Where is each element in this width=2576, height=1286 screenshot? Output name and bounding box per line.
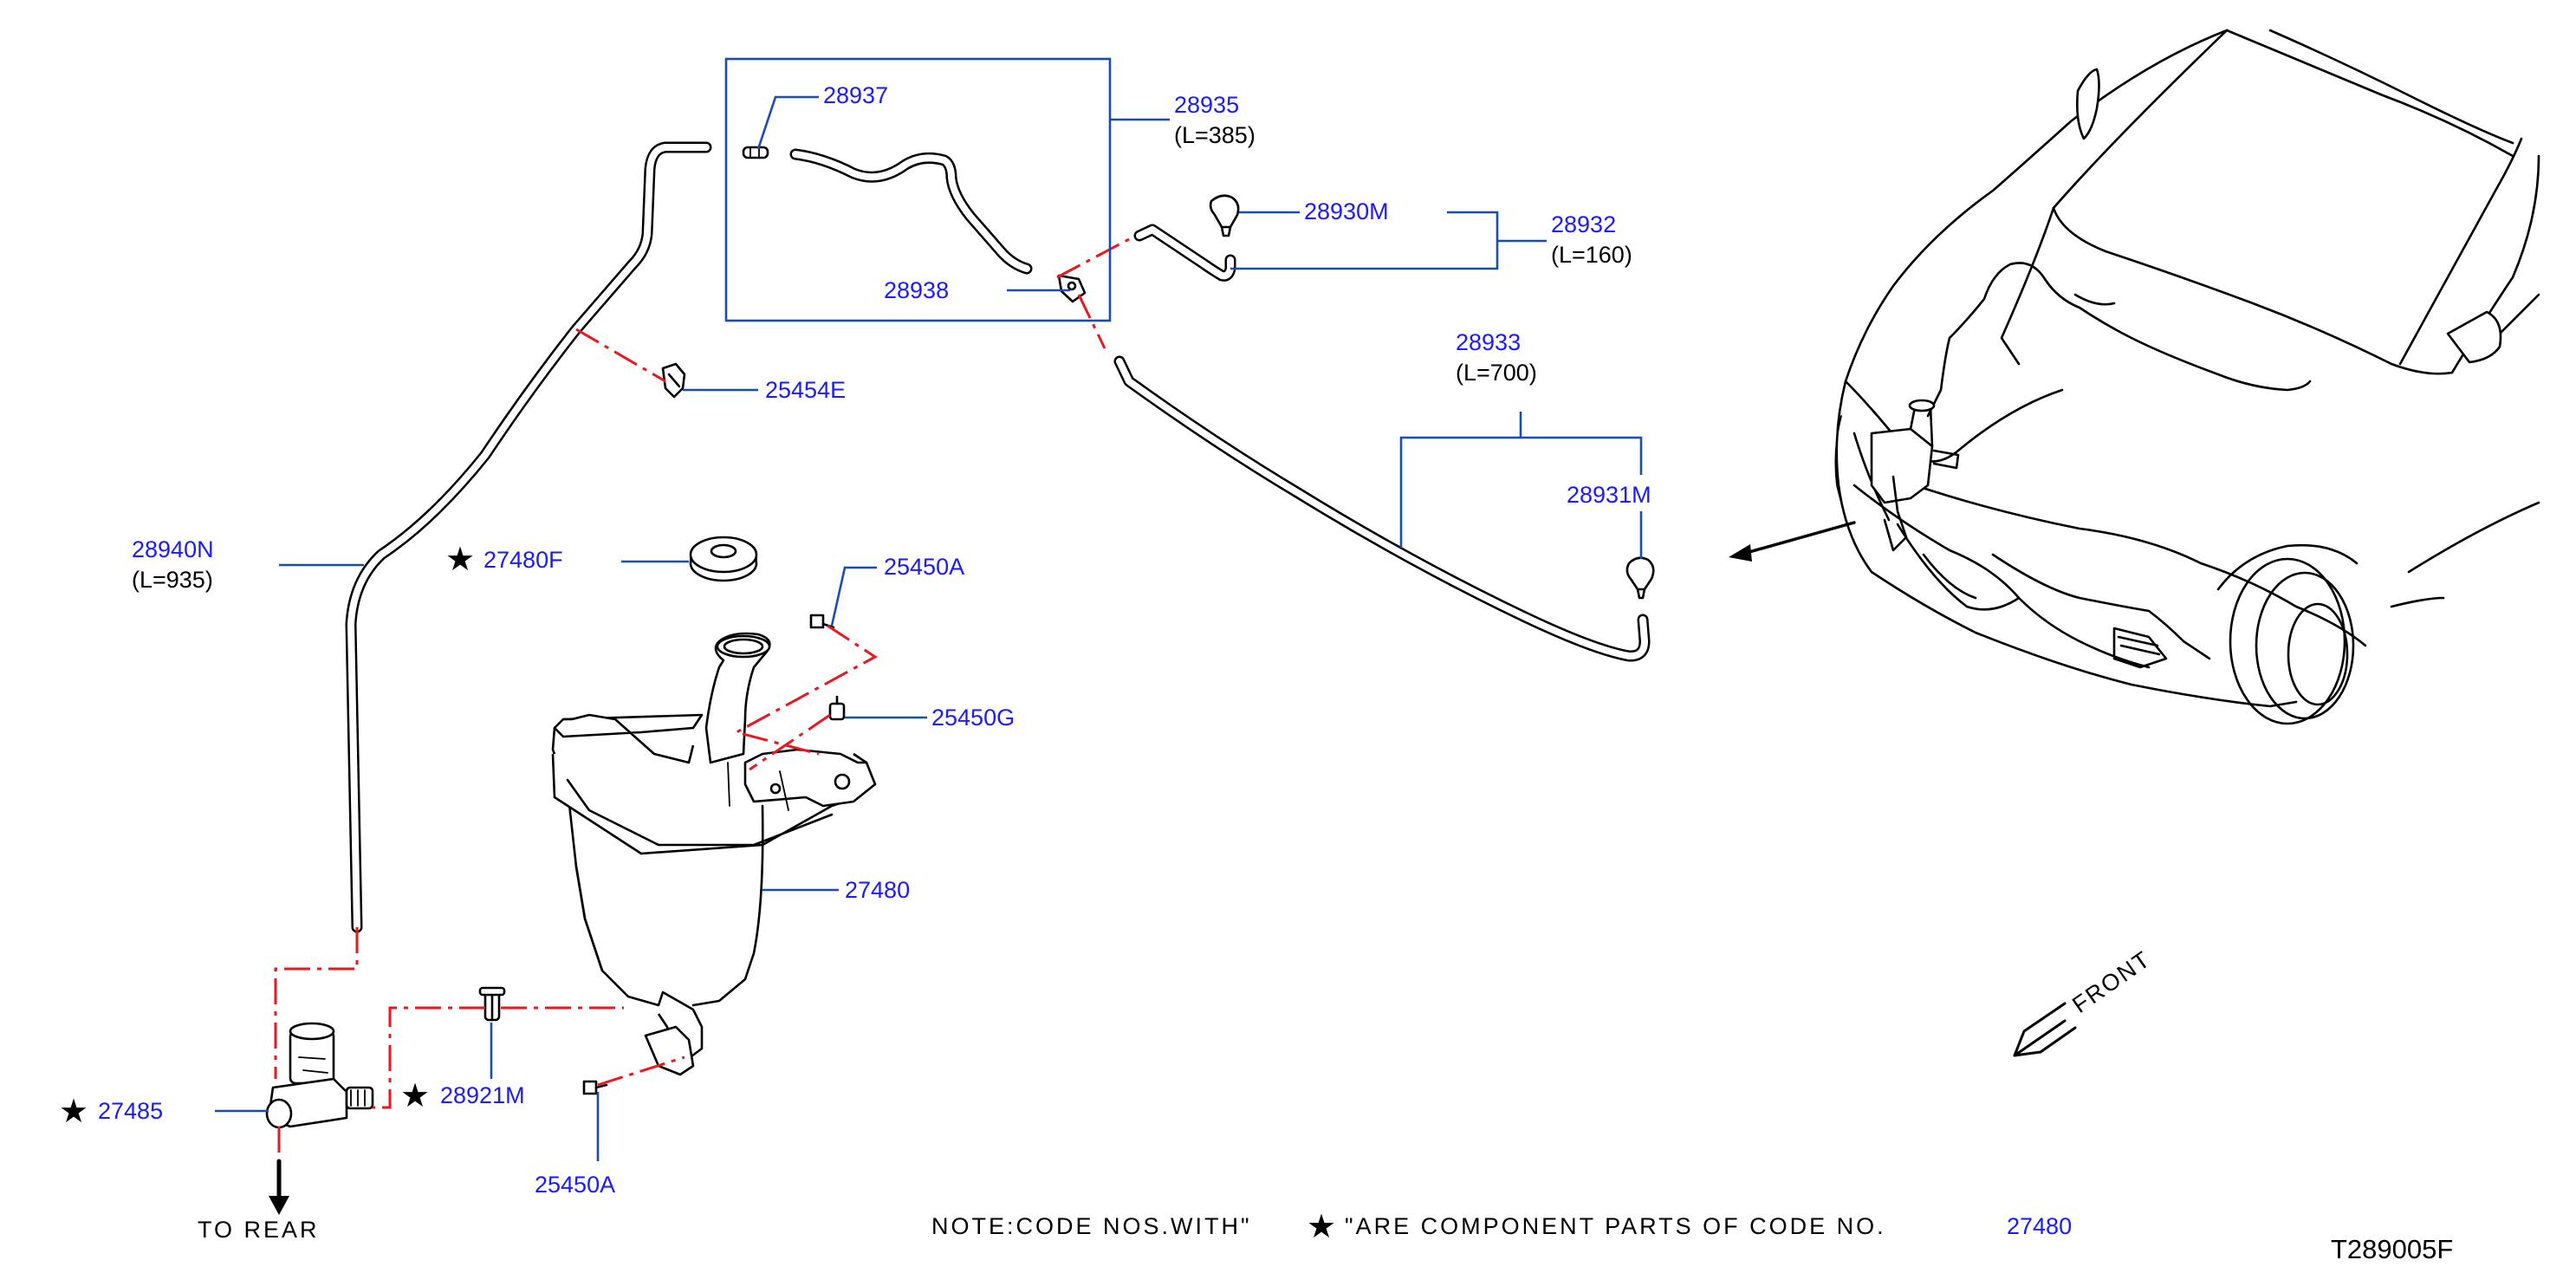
- hose-28940n[interactable]: [345, 141, 712, 933]
- component-star-icon: ★: [59, 1094, 88, 1130]
- bolt-25450a-bottom[interactable]: [582, 1080, 608, 1095]
- part-28940n-length: (L=935): [132, 567, 213, 593]
- part-25454e-label[interactable]: 25454E: [765, 377, 846, 403]
- joint-28937[interactable]: [742, 146, 769, 159]
- part-28935-length: (L=385): [1174, 122, 1256, 148]
- to-rear-arrow: [269, 1159, 289, 1215]
- part-28932-length: (L=160): [1551, 242, 1632, 268]
- component-star-icon: ★: [445, 542, 475, 578]
- front-label: FRONT: [2067, 945, 2156, 1018]
- bolt-25450a-top[interactable]: [809, 614, 835, 629]
- note-prefix: NOTE:CODE NOS.WITH": [931, 1213, 1252, 1239]
- location-arrow: [1729, 521, 1856, 562]
- bolt-25450g[interactable]: [828, 695, 846, 721]
- part-labels: 28937 28935 (L=385) 28930M 28932 (L=160)…: [59, 82, 1651, 1198]
- to-rear-label: TO REAR: [198, 1217, 320, 1243]
- part-28930m-label[interactable]: 28930M: [1304, 198, 1389, 224]
- part-27480f-label[interactable]: 27480F: [483, 547, 563, 573]
- part-28933-label[interactable]: 28933: [1456, 329, 1521, 355]
- part-25450g-label[interactable]: 25450G: [931, 705, 1015, 731]
- cap-27480f[interactable]: [689, 536, 758, 582]
- part-28938-label[interactable]: 28938: [884, 277, 949, 303]
- part-28935-label[interactable]: 28935: [1174, 92, 1239, 118]
- part-28931m-label[interactable]: 28931M: [1567, 482, 1651, 508]
- part-25450a-bottom-label[interactable]: 25450A: [535, 1172, 615, 1198]
- hose-28932[interactable]: [1133, 224, 1236, 282]
- part-28940n-label[interactable]: 28940N: [132, 536, 214, 562]
- part-28921m-label[interactable]: 28921M: [440, 1082, 525, 1108]
- part-25450a-top-label[interactable]: 25450A: [884, 554, 964, 580]
- clip-25454e[interactable]: [661, 362, 686, 399]
- note-code[interactable]: 27480: [2007, 1213, 2072, 1239]
- hose-28933[interactable]: [1113, 355, 1651, 662]
- part-28932-label[interactable]: 28932: [1551, 211, 1616, 237]
- vehicle-illustration: [1834, 29, 2540, 725]
- part-27480-label[interactable]: 27480: [845, 877, 910, 903]
- part-28933-length: (L=700): [1456, 360, 1537, 386]
- washer-pump-27485[interactable]: [265, 1022, 374, 1129]
- nozzle-28931m[interactable]: [1625, 556, 1655, 600]
- note-suffix: "ARE COMPONENT PARTS OF CODE NO.: [1345, 1213, 1886, 1239]
- front-arrow-icon: [2013, 1002, 2077, 1057]
- part-28937-label[interactable]: 28937: [823, 82, 888, 108]
- leader-lines: [215, 57, 1643, 1161]
- phantom-lines: [274, 237, 1132, 1161]
- part-27485-label[interactable]: 27485: [98, 1098, 163, 1124]
- grommet-28921m[interactable]: [478, 986, 506, 1022]
- drawing-id: T289005F: [2331, 1234, 2453, 1264]
- washer-tank-27480[interactable]: [551, 632, 877, 1076]
- component-star-icon: ★: [1307, 1209, 1336, 1245]
- hose-28935[interactable]: [789, 148, 1033, 275]
- component-star-icon: ★: [400, 1078, 430, 1114]
- nozzle-28930m[interactable]: [1209, 194, 1240, 237]
- footer-note: NOTE:CODE NOS.WITH" ★ "ARE COMPONENT PAR…: [931, 1209, 2072, 1245]
